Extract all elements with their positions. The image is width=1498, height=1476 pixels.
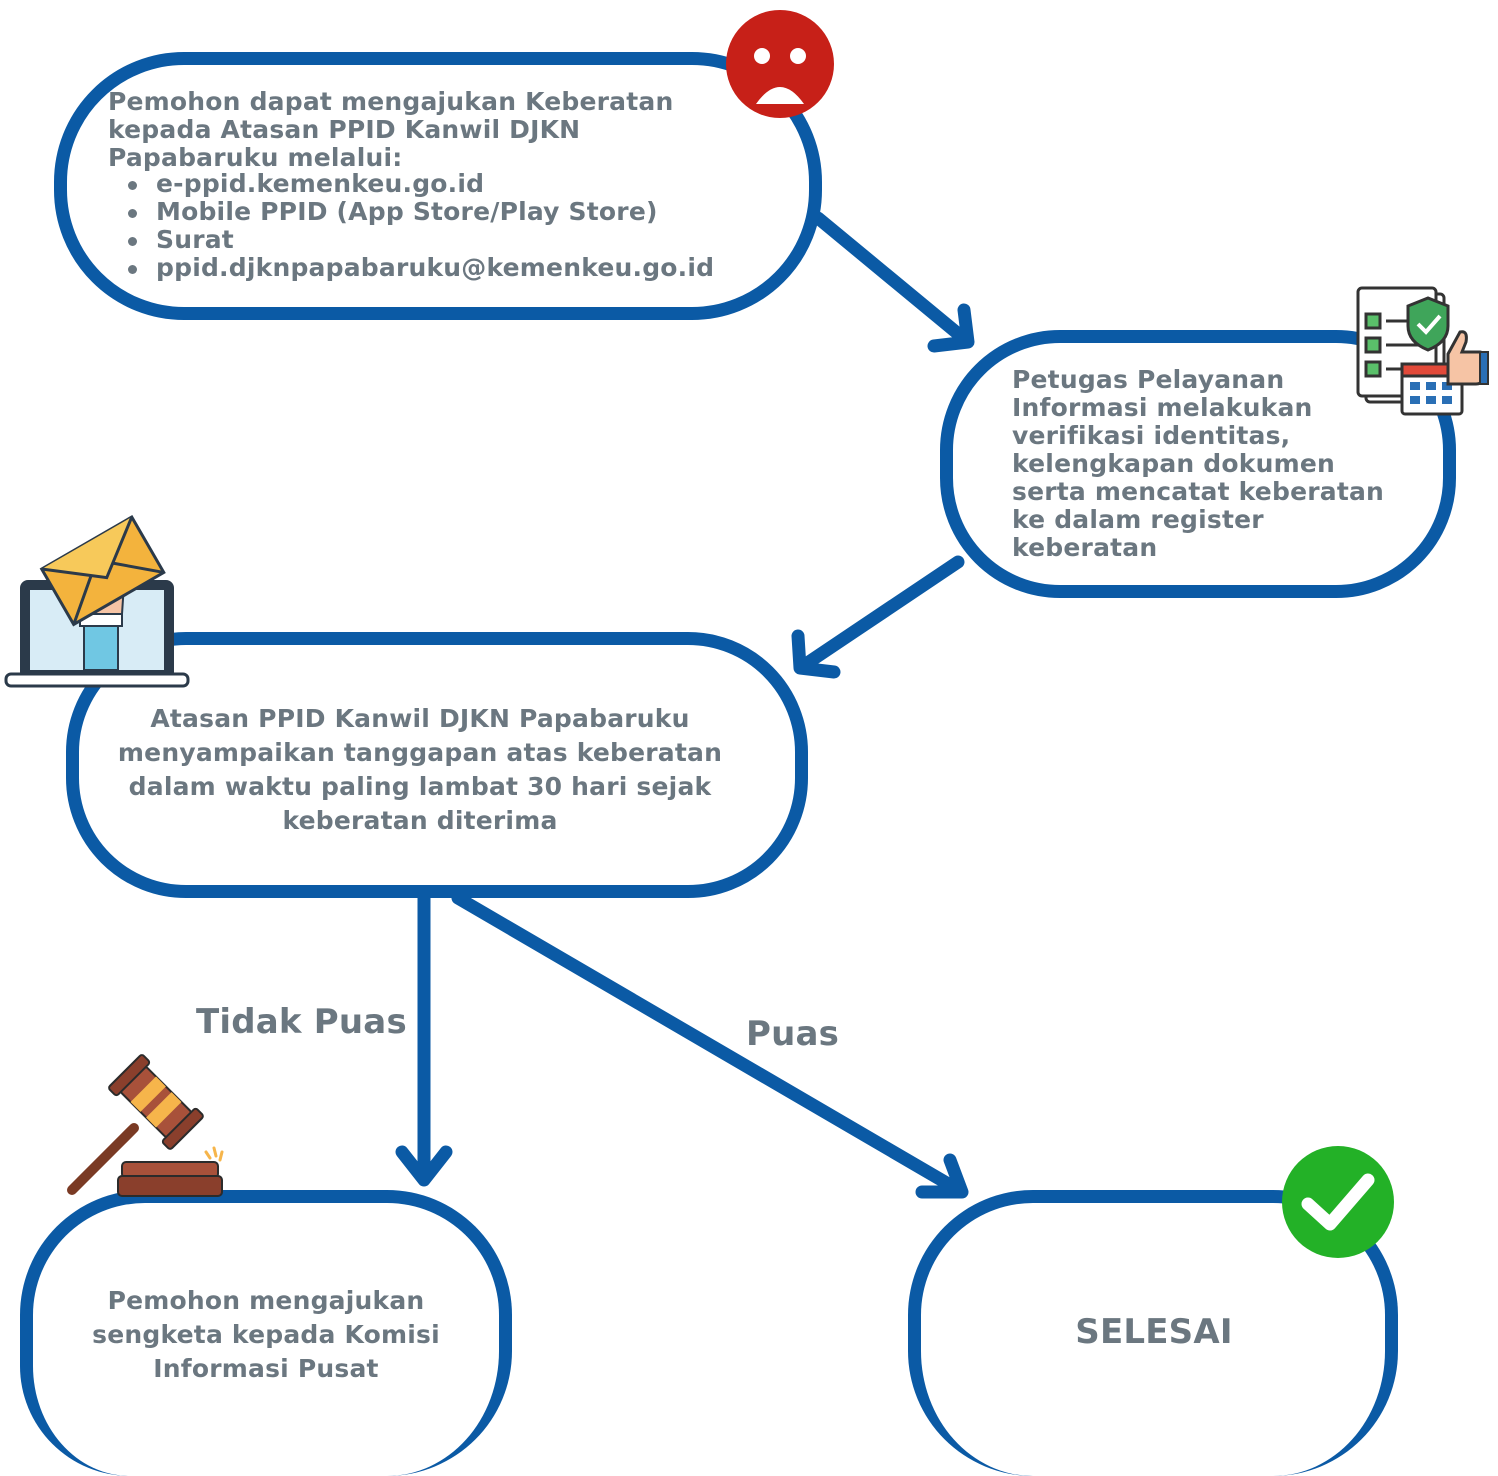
check-icon <box>1282 1146 1394 1258</box>
sad-face-icon <box>726 10 834 118</box>
branch-label-satisfied: Puas <box>746 1014 840 1054</box>
step-submit-intro: Pemohon dapat mengajukan Keberatan kepad… <box>108 87 674 172</box>
step-respond-text: Atasan PPID Kanwil DJKN Papabaruku menya… <box>117 704 723 835</box>
channel-item: Mobile PPID (App Store/Play Store) <box>128 198 788 226</box>
arrow-submit-to-verify <box>811 211 975 353</box>
laptop-envelope-icon <box>4 514 190 688</box>
step-dispute-text: Pemohon mengajukan sengketa kepada Komis… <box>92 1286 440 1383</box>
arrow-respond-to-dispute <box>395 891 453 1187</box>
arrow-verify-to-respond <box>791 555 965 679</box>
channel-item: ppid.djknpapabaruku@kemenkeu.go.id <box>128 254 788 282</box>
arrow-respond-to-done <box>451 891 969 1199</box>
checklist-document-icon <box>1356 286 1489 416</box>
step-respond-box <box>66 632 808 898</box>
step-verify-text: Petugas Pelayanan Informasi melakukan ve… <box>1012 365 1385 562</box>
step-done-text: SELESAI <box>1075 1312 1233 1352</box>
branch-label-not-satisfied: Tidak Puas <box>196 1002 407 1042</box>
channel-item: Surat <box>128 226 788 254</box>
gavel-icon <box>67 1054 224 1197</box>
channel-item: e-ppid.kemenkeu.go.id <box>128 170 788 198</box>
channel-list: e-ppid.kemenkeu.go.id Mobile PPID (App S… <box>128 170 788 282</box>
